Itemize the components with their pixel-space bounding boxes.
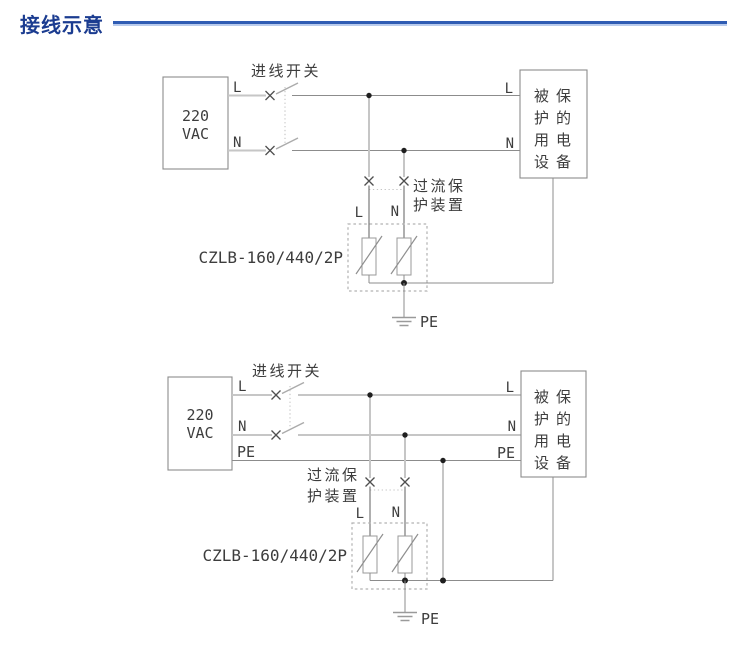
switch-blade <box>275 137 299 150</box>
device-terminal-label-pe: PE <box>497 444 515 462</box>
junction-dot <box>401 147 407 154</box>
ground-icon <box>392 316 416 327</box>
varistor-n <box>391 533 419 574</box>
spd-terminal-label-l: L <box>356 506 364 522</box>
terminal-label-l: L <box>238 379 246 395</box>
source-vac-label: VAC <box>182 125 209 143</box>
device-label-line: 护的 <box>534 109 578 127</box>
device-box <box>520 370 587 478</box>
spd-terminal-label-n: N <box>391 204 399 220</box>
device-box <box>519 69 588 179</box>
ground-icon <box>393 611 417 622</box>
ground-pe-label: PE <box>421 610 439 628</box>
switch-x-icon <box>271 390 281 400</box>
spd-terminal-label-l: L <box>355 205 363 221</box>
title-rule <box>113 21 727 26</box>
wiring-diagram-top: 220 VAC 进线开关 L N 过 <box>162 62 588 331</box>
switch-blade <box>281 421 305 435</box>
terminal-label-n: N <box>238 419 246 435</box>
device-label-line: 护的 <box>534 410 578 428</box>
fuse-x-icon <box>399 176 409 186</box>
terminal-label-l: L <box>233 80 241 96</box>
spd-dashed-box <box>347 223 428 292</box>
fuse-x-icon <box>364 176 374 186</box>
varistor-body <box>396 237 412 276</box>
wiring-diagram-bottom: 220 VAC 进线开关 L N PE <box>167 362 587 628</box>
device-terminal-label-l: L <box>506 380 514 396</box>
varistor-body <box>361 237 377 276</box>
device-label-line: 用电 <box>534 131 578 149</box>
page-title: 接线示意 <box>20 13 104 37</box>
overcurrent-label-line1: 过流保 <box>413 177 466 195</box>
junction-dot <box>402 432 408 438</box>
varistor-l <box>355 235 383 276</box>
source-vac-label: VAC <box>186 424 213 442</box>
device-label-line: 被保 <box>534 87 578 105</box>
varistor-diagonal <box>356 533 384 573</box>
junction-dot <box>366 92 372 99</box>
varistor-body <box>397 535 413 574</box>
varistor-diagonal <box>391 533 419 573</box>
switch-x-icon <box>271 430 281 440</box>
source-box <box>167 376 233 471</box>
terminal-label-pe: PE <box>237 443 255 461</box>
switch-x-icon <box>265 90 275 101</box>
device-label-line: 设备 <box>534 153 578 171</box>
terminal-label-n: N <box>233 135 241 151</box>
incoming-switch-label: 进线开关 <box>251 62 321 80</box>
junction-dot <box>367 392 373 398</box>
junction-dot <box>440 577 446 584</box>
spd-model-label: CZLB-160/440/2P <box>199 248 344 267</box>
device-label-line: 用电 <box>534 432 578 450</box>
device-label-line: 被保 <box>534 388 578 406</box>
varistor-body <box>362 535 378 574</box>
junction-dot <box>440 457 446 464</box>
fuse-x-icon <box>400 477 410 487</box>
source-voltage-label: 220 <box>182 107 209 125</box>
device-terminal-label-n: N <box>508 419 516 435</box>
source-voltage-label: 220 <box>186 406 213 424</box>
spd-dashed-box <box>351 522 428 590</box>
overcurrent-label-line1: 过流保 <box>307 466 360 484</box>
varistor-diagonal <box>390 235 418 275</box>
device-terminal-label-n: N <box>506 136 514 152</box>
varistor-diagonal <box>355 235 383 275</box>
switch-x-icon <box>265 145 275 156</box>
switch-blade <box>275 82 299 95</box>
source-box <box>162 76 229 170</box>
switch-blade <box>281 381 305 395</box>
overcurrent-label-line2: 护装置 <box>307 487 360 505</box>
spd-terminal-label-n: N <box>392 505 400 521</box>
spd-model-label: CZLB-160/440/2P <box>203 546 348 565</box>
device-label-line: 设备 <box>534 454 578 472</box>
varistor-l <box>356 533 384 574</box>
varistor-n <box>390 235 418 276</box>
device-terminal-label-l: L <box>505 81 513 97</box>
ground-pe-label: PE <box>420 313 438 331</box>
fuse-x-icon <box>365 477 375 487</box>
incoming-switch-label: 进线开关 <box>252 362 322 380</box>
overcurrent-label-line2: 护装置 <box>413 196 466 214</box>
